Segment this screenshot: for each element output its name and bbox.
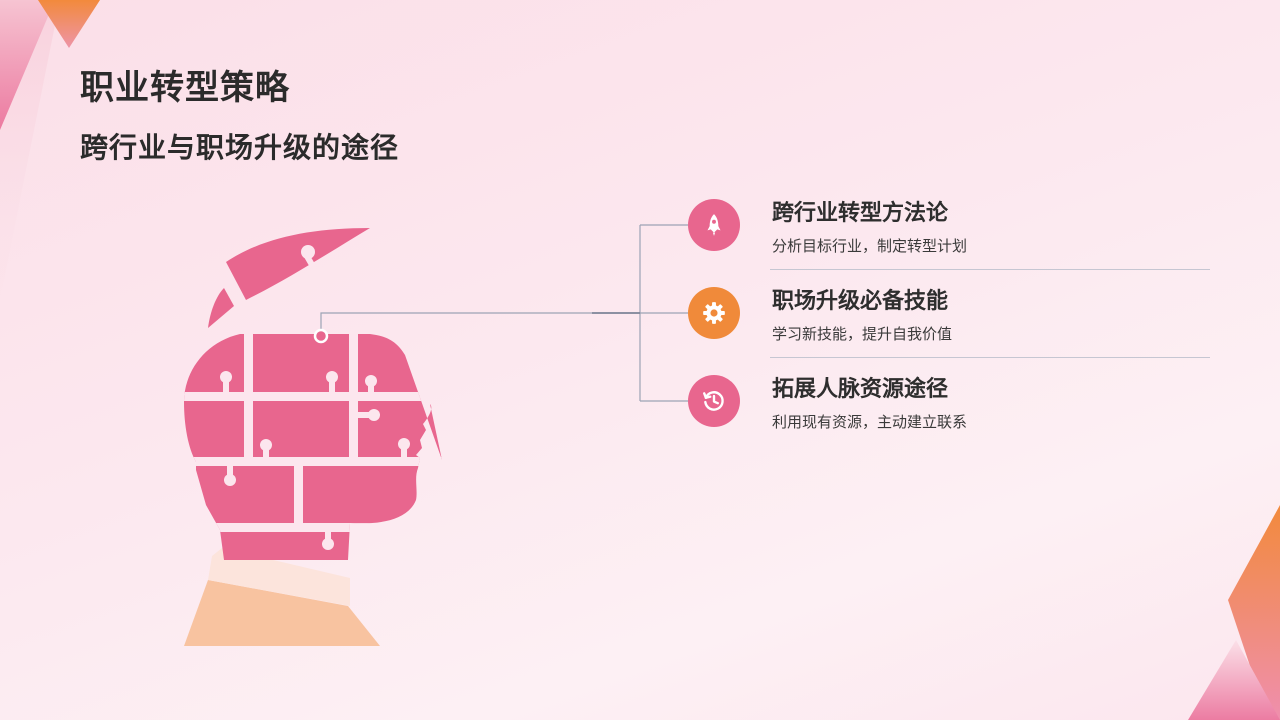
slide-title: 职业转型策略 [80, 68, 290, 108]
collar-shape [208, 548, 350, 606]
list-item-cross-industry: 跨行业转型方法论 分析目标行业，制定转型计划 [688, 199, 1218, 279]
list-item-network: 拓展人脉资源途径 利用现有资源，主动建立联系 [688, 375, 1218, 455]
item-title: 拓展人脉资源途径 [772, 377, 949, 402]
list-item-career-skills: 职场升级必备技能 学习新技能，提升自我价值 [688, 287, 1218, 367]
shoulder-shape [184, 580, 380, 646]
item-description: 学习新技能，提升自我价值 [772, 325, 953, 343]
item-title: 跨行业转型方法论 [772, 201, 949, 226]
item-description: 利用现有资源，主动建立联系 [772, 413, 968, 431]
connector-anchor-dot [313, 328, 329, 344]
divider [770, 357, 1210, 358]
connector-lines [320, 224, 688, 402]
item-title: 职场升级必备技能 [772, 289, 949, 314]
slide-subtitle: 跨行业与职场升级的途径 [80, 131, 400, 164]
rocket-icon [688, 199, 740, 251]
item-description: 分析目标行业，制定转型计划 [772, 237, 968, 255]
gear-icon [688, 287, 740, 339]
history-clock-icon [688, 375, 740, 427]
divider [770, 269, 1210, 270]
head-top-piece [208, 228, 370, 328]
